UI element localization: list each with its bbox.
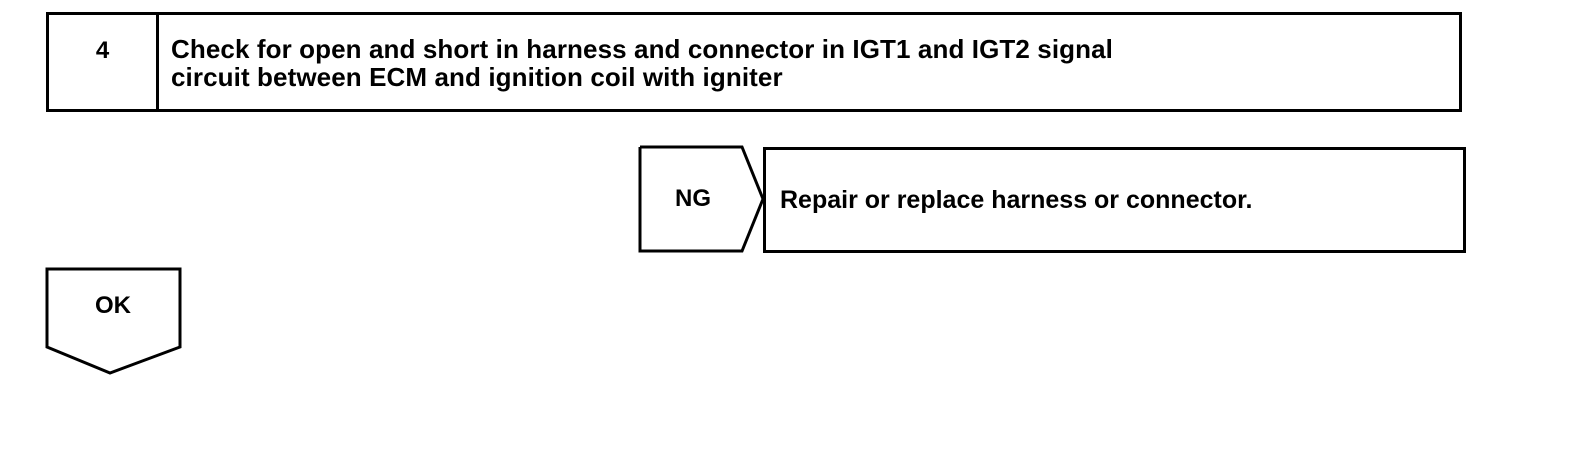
ok-arrow-shape: [45, 267, 182, 375]
ng-action-text: Repair or replace harness or connector.: [780, 185, 1253, 214]
step-box: 4 Check for open and short in harness an…: [46, 12, 1462, 112]
ng-arrow-shape: [638, 145, 765, 253]
step-title-line-1: Check for open and short in harness and …: [171, 34, 1114, 64]
ok-label: OK: [95, 292, 131, 319]
step-title-line-2: circuit between ECM and ignition coil wi…: [171, 62, 783, 92]
step-title: Check for open and short in harness and …: [159, 15, 1459, 109]
step-number: 4: [49, 15, 159, 109]
ng-action-box: Repair or replace harness or connector.: [763, 147, 1466, 253]
ng-label: NG: [675, 185, 711, 212]
